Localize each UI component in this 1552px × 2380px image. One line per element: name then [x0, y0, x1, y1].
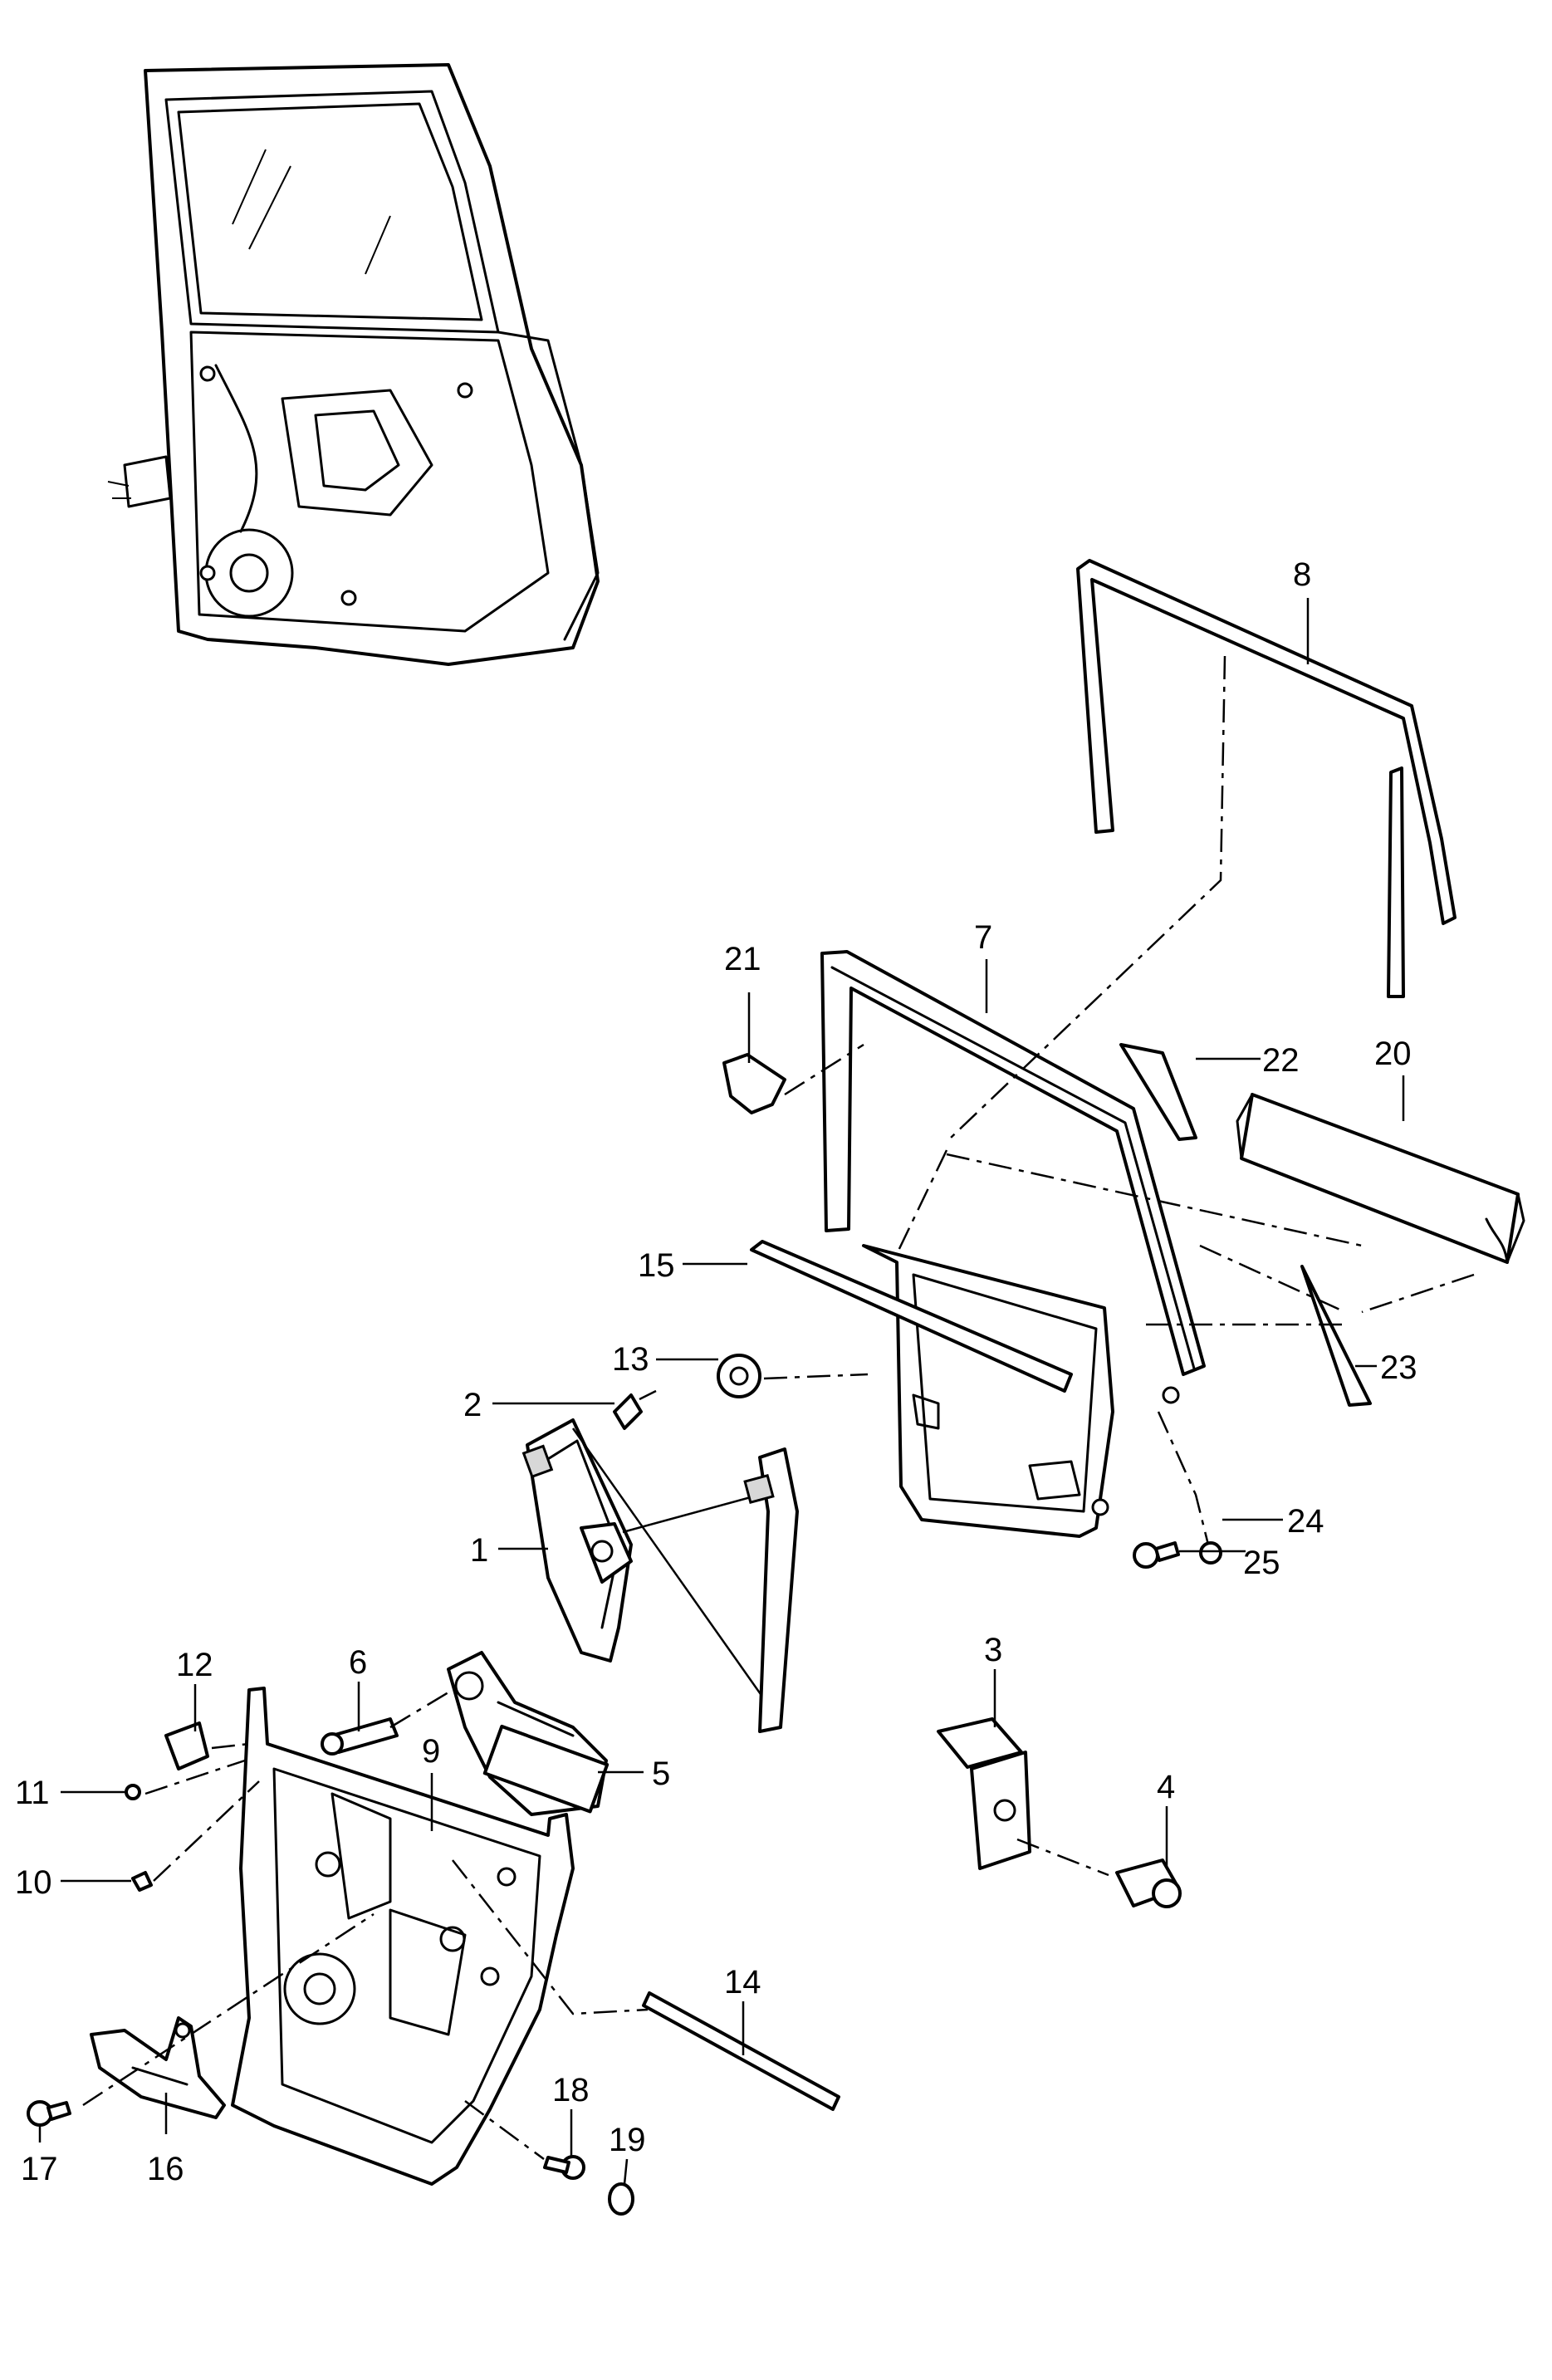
callout-16: 16: [147, 2151, 184, 2187]
assembled-door-overview: [107, 63, 600, 666]
callout-2: 2: [463, 1387, 482, 1423]
part-16-bracket: [90, 2016, 226, 2119]
callout-5: 5: [652, 1756, 670, 1792]
callout-6: 6: [349, 1644, 367, 1681]
callout-24: 24: [1287, 1503, 1324, 1540]
callout-13: 13: [612, 1341, 649, 1378]
part-25-bolt: [1133, 1541, 1180, 1569]
callout-1: 1: [470, 1532, 488, 1569]
part-6-bolt: [321, 1717, 399, 1756]
part-15-weatherstrip: [750, 1240, 1073, 1393]
callout-20: 20: [1374, 1036, 1412, 1072]
callout-9: 9: [422, 1733, 440, 1770]
callout-10: 10: [15, 1864, 52, 1901]
callout-19: 19: [609, 2122, 646, 2158]
callout-leaders: [38, 598, 1405, 2185]
part-13-clip: [717, 1354, 761, 1398]
part-8-window-seal: [1076, 559, 1457, 998]
callout-15: 15: [638, 1247, 675, 1284]
part-22-trim-piece: [1119, 1043, 1197, 1141]
callout-3: 3: [984, 1632, 1002, 1668]
assembly-lines: [82, 655, 1475, 2161]
callout-14: 14: [724, 1964, 761, 2000]
part-20-seal-block: [1236, 1093, 1525, 1264]
part-7-window-frame: [820, 950, 1206, 1538]
callout-7: 7: [974, 919, 992, 956]
callout-12: 12: [176, 1647, 213, 1683]
callout-11: 11: [15, 1775, 50, 1811]
part-17-bolt: [27, 2100, 71, 2127]
part-14-strip: [642, 1991, 840, 2111]
part-5-regulator-motor: [447, 1651, 610, 1816]
callout-22: 22: [1262, 1042, 1300, 1079]
part-12-bracket: [164, 1721, 209, 1770]
callout-21: 21: [724, 941, 761, 977]
callout-8: 8: [1293, 556, 1311, 593]
callout-18: 18: [552, 2072, 590, 2108]
part-9-door-module-panel: [231, 1687, 575, 2186]
part-1-window-regulator: [521, 1418, 799, 1733]
part-4-bolt: [1115, 1858, 1182, 1908]
part-19-o-ring: [608, 2182, 634, 2216]
part-11-screw: [125, 1784, 141, 1800]
part-18-bolt: [543, 2155, 585, 2180]
part-10-clip: [131, 1871, 153, 1892]
part-21-corner-bracket: [722, 1053, 786, 1114]
callout-25: 25: [1243, 1545, 1280, 1581]
part-2-bolt: [613, 1389, 657, 1430]
part-24-nut: [1199, 1541, 1222, 1565]
part-3-gasket: [937, 1717, 1031, 1870]
part-23-triangle-insert: [1300, 1265, 1372, 1407]
callout-labels: 8 7 21 20 22 15 13 23 2 24 25 1 3 6 12 9…: [15, 556, 1417, 2187]
callout-4: 4: [1157, 1769, 1175, 1805]
callout-17: 17: [21, 2151, 58, 2187]
callout-23: 23: [1380, 1349, 1417, 1386]
